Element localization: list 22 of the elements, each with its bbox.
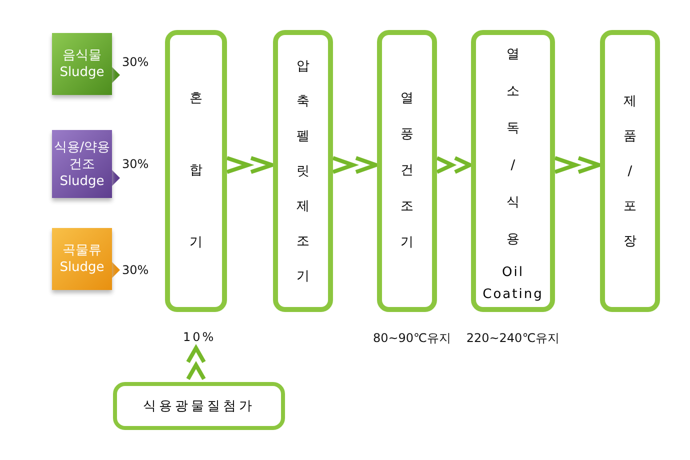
annotation: 30% <box>122 55 149 69</box>
process-label: 열풍건조기 <box>400 90 414 252</box>
process-label: Oil Coating <box>482 264 544 304</box>
source-box: 음식물 Sludge <box>52 33 112 95</box>
process-box: 식용광물질첨가 <box>113 382 285 430</box>
process-box <box>471 30 555 312</box>
chevron-arrow <box>186 344 206 381</box>
annotation: 30% <box>122 263 149 277</box>
process-label: 제품/포장 <box>622 92 638 250</box>
process-box <box>273 30 333 312</box>
process-box <box>377 30 437 312</box>
process-box <box>600 30 660 312</box>
source-box: 곡물류 Sludge <box>52 228 112 290</box>
process-label: 압축펠릿제조기 <box>296 58 310 286</box>
process-label: 열소독/식용 <box>506 46 520 249</box>
annotation: 80~90℃유지 <box>372 330 452 347</box>
edge-label: 10% <box>183 330 216 344</box>
annotation: 30% <box>122 157 149 171</box>
process-label: 혼합기 <box>188 90 204 252</box>
source-box: 식용/약용 건조 Sludge <box>52 130 112 198</box>
annotation: 220~240℃유지 <box>465 330 561 347</box>
process-box <box>165 30 227 312</box>
